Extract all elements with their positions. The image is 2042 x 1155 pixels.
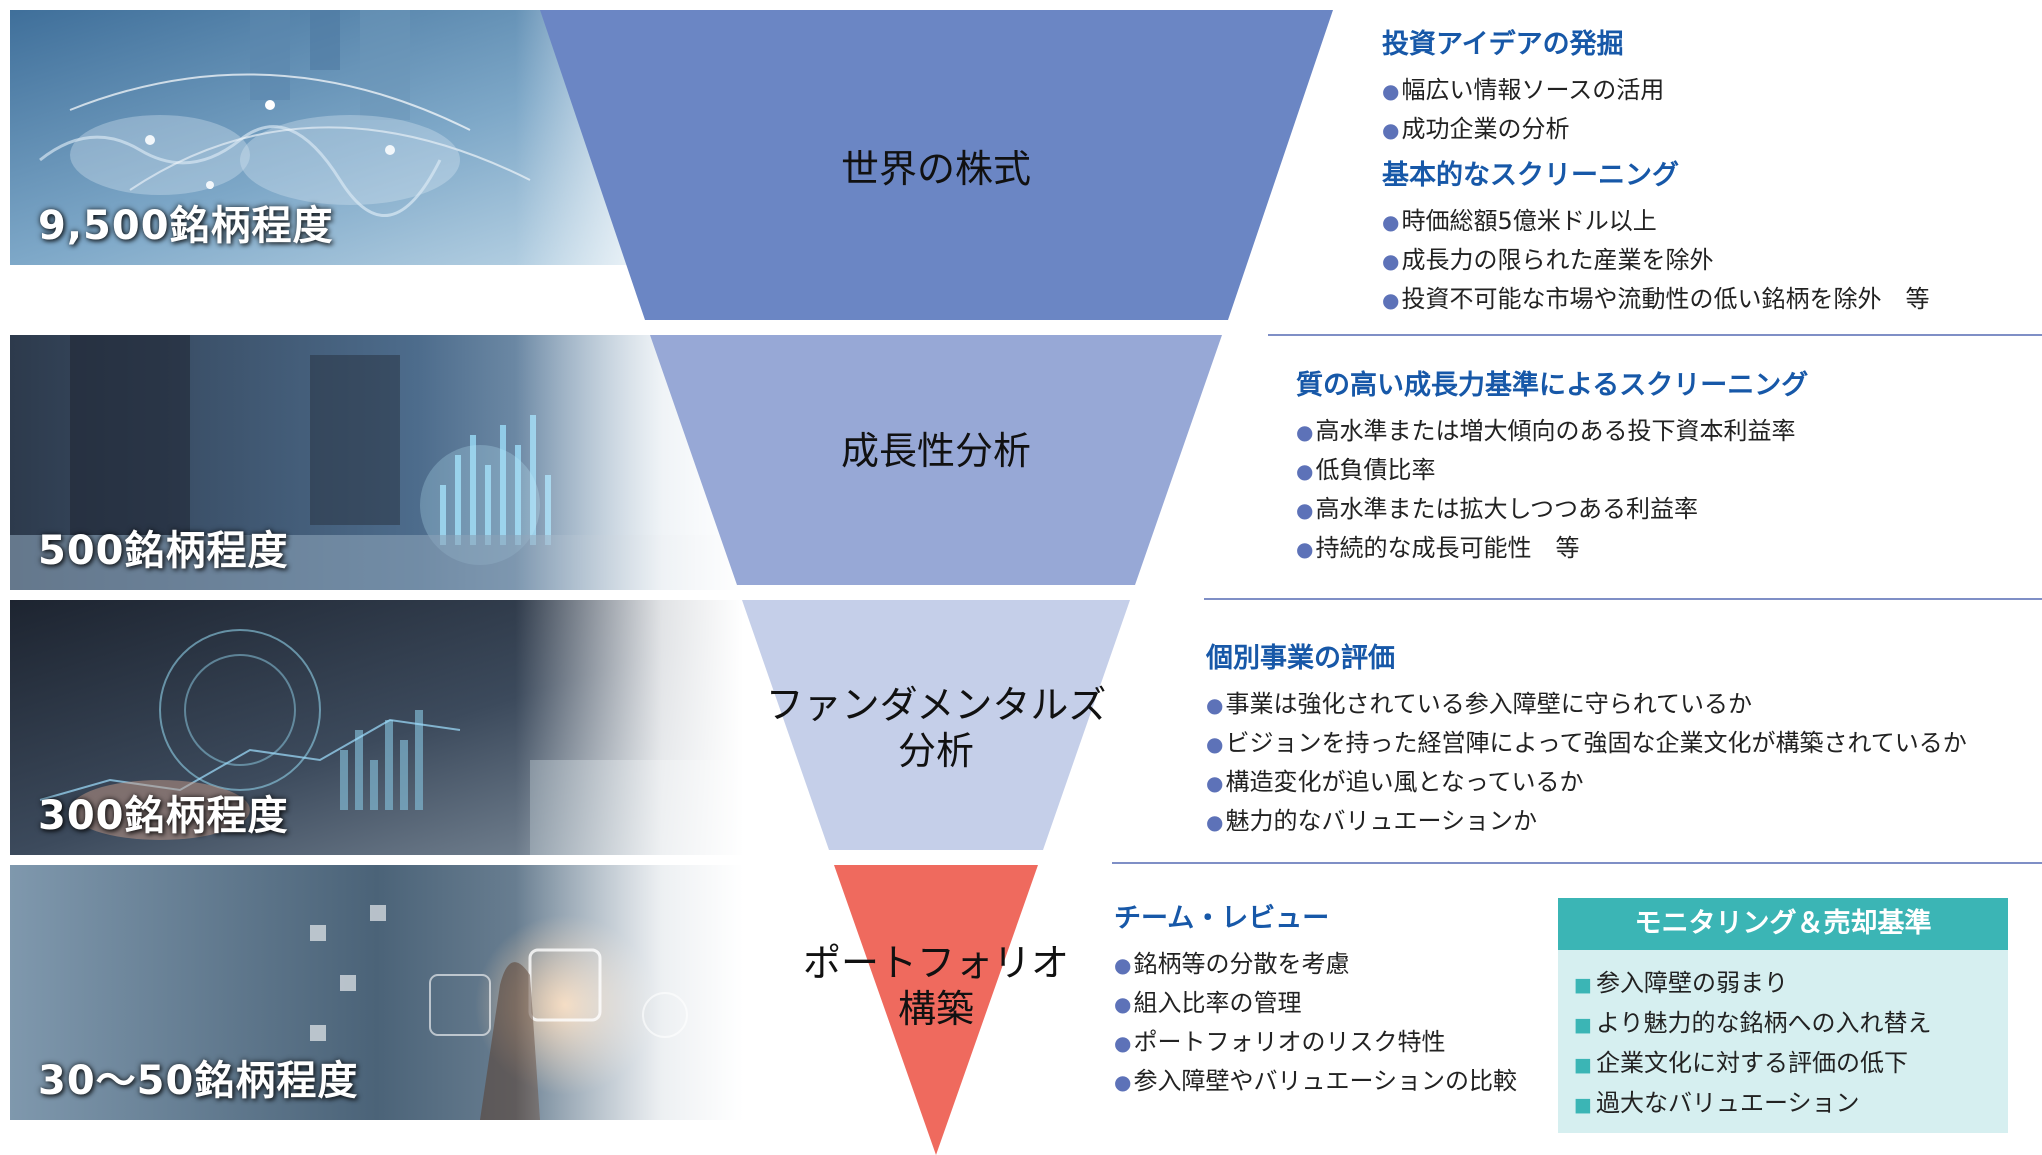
section-team-review: チーム・レビュー 銘柄等の分散を考慮 組入比率の管理 ポートフォリオのリスク特性… [1114,896,1517,1101]
monitoring-title: モニタリング＆売却基準 [1558,898,2008,950]
funnel-stage-fundamentals [742,600,1130,850]
list-item: 参入障壁の弱まり [1574,964,2008,1004]
list-item: 魅力的なバリュエーションか [1206,802,1967,841]
stock-count-label: 300銘柄程度 [38,793,289,839]
divider [1268,334,2042,336]
section-title: 投資アイデアの発掘 [1382,29,1624,60]
photo-portfolio: 30〜50銘柄程度 [10,865,825,1120]
list-item: 銘柄等の分散を考慮 [1114,945,1517,984]
list-item: 時価総額5億米ドル以上 [1382,202,1929,241]
list-item: 低負債比率 [1296,451,1808,490]
section-idea-discovery: 投資アイデアの発掘 幅広い情報ソースの活用 成功企業の分析 [1382,22,1664,149]
list-item: 組入比率の管理 [1114,984,1517,1023]
stage-label-world-stocks: 世界の株式 [840,147,1031,191]
funnel-stage-world-stocks [540,10,1333,320]
stage-label-portfolio: ポートフォリオ 構築 [802,941,1069,1031]
stock-count-label: 9,500銘柄程度 [38,203,334,249]
list-item: 参入障壁やバリュエーションの比較 [1114,1062,1517,1101]
stock-count-label: 500銘柄程度 [38,528,289,574]
list-item: 成功企業の分析 [1382,110,1664,149]
stock-count-label: 30〜50銘柄程度 [38,1058,359,1104]
stage-label-growth: 成長性分析 [840,429,1031,473]
list-item: 投資不可能な市場や流動性の低い銘柄を除外 等 [1382,280,1929,319]
list-item: より魅力的な銘柄への入れ替え [1574,1004,2008,1044]
section-title: チーム・レビュー [1114,903,1330,934]
list-item: ポートフォリオのリスク特性 [1114,1023,1517,1062]
list-item: ビジョンを持った経営陣によって強固な企業文化が構築されているか [1206,724,1966,763]
section-basic-screening: 基本的なスクリーニング 時価総額5億米ドル以上 成長力の限られた産業を除外 投資… [1382,153,1929,319]
section-title: 質の高い成長力基準によるスクリーニング [1296,370,1809,401]
list-item: 持続的な成長可能性 等 [1296,529,1808,568]
photo-fundamentals: 300銘柄程度 [10,600,825,855]
stage-label-fundamentals: ファンダメンタルズ 分析 [765,683,1107,773]
list-item: 高水準または拡大しつつある利益率 [1296,490,1808,529]
list-item: 幅広い情報ソースの活用 [1382,71,1664,110]
list-item: 企業文化に対する評価の低下 [1574,1044,2008,1084]
list-item: 事業は強化されている参入障壁に守られているか [1206,685,1967,724]
list-item: 高水準または増大傾向のある投下資本利益率 [1296,412,1808,451]
list-item: 構造変化が追い風となっているか [1206,763,1967,802]
divider [1204,598,2042,600]
section-individual-evaluation: 個別事業の評価 事業は強化されている参入障壁に守られているか ビジョンを持った経… [1206,636,1967,841]
list-item: 過大なバリュエーション [1574,1084,2008,1124]
section-title: 基本的なスクリーニング [1382,160,1679,191]
monitoring-box: モニタリング＆売却基準 参入障壁の弱まり より魅力的な銘柄への入れ替え 企業文化… [1558,898,2008,1133]
section-growth-screening: 質の高い成長力基準によるスクリーニング 高水準または増大傾向のある投下資本利益率… [1296,363,1808,568]
list-item: 成長力の限られた産業を除外 [1382,241,1929,280]
section-title: 個別事業の評価 [1206,643,1395,674]
funnel-stage-growth [650,335,1222,585]
divider [1112,862,2042,864]
funnel-stage-portfolio [834,865,1038,1155]
